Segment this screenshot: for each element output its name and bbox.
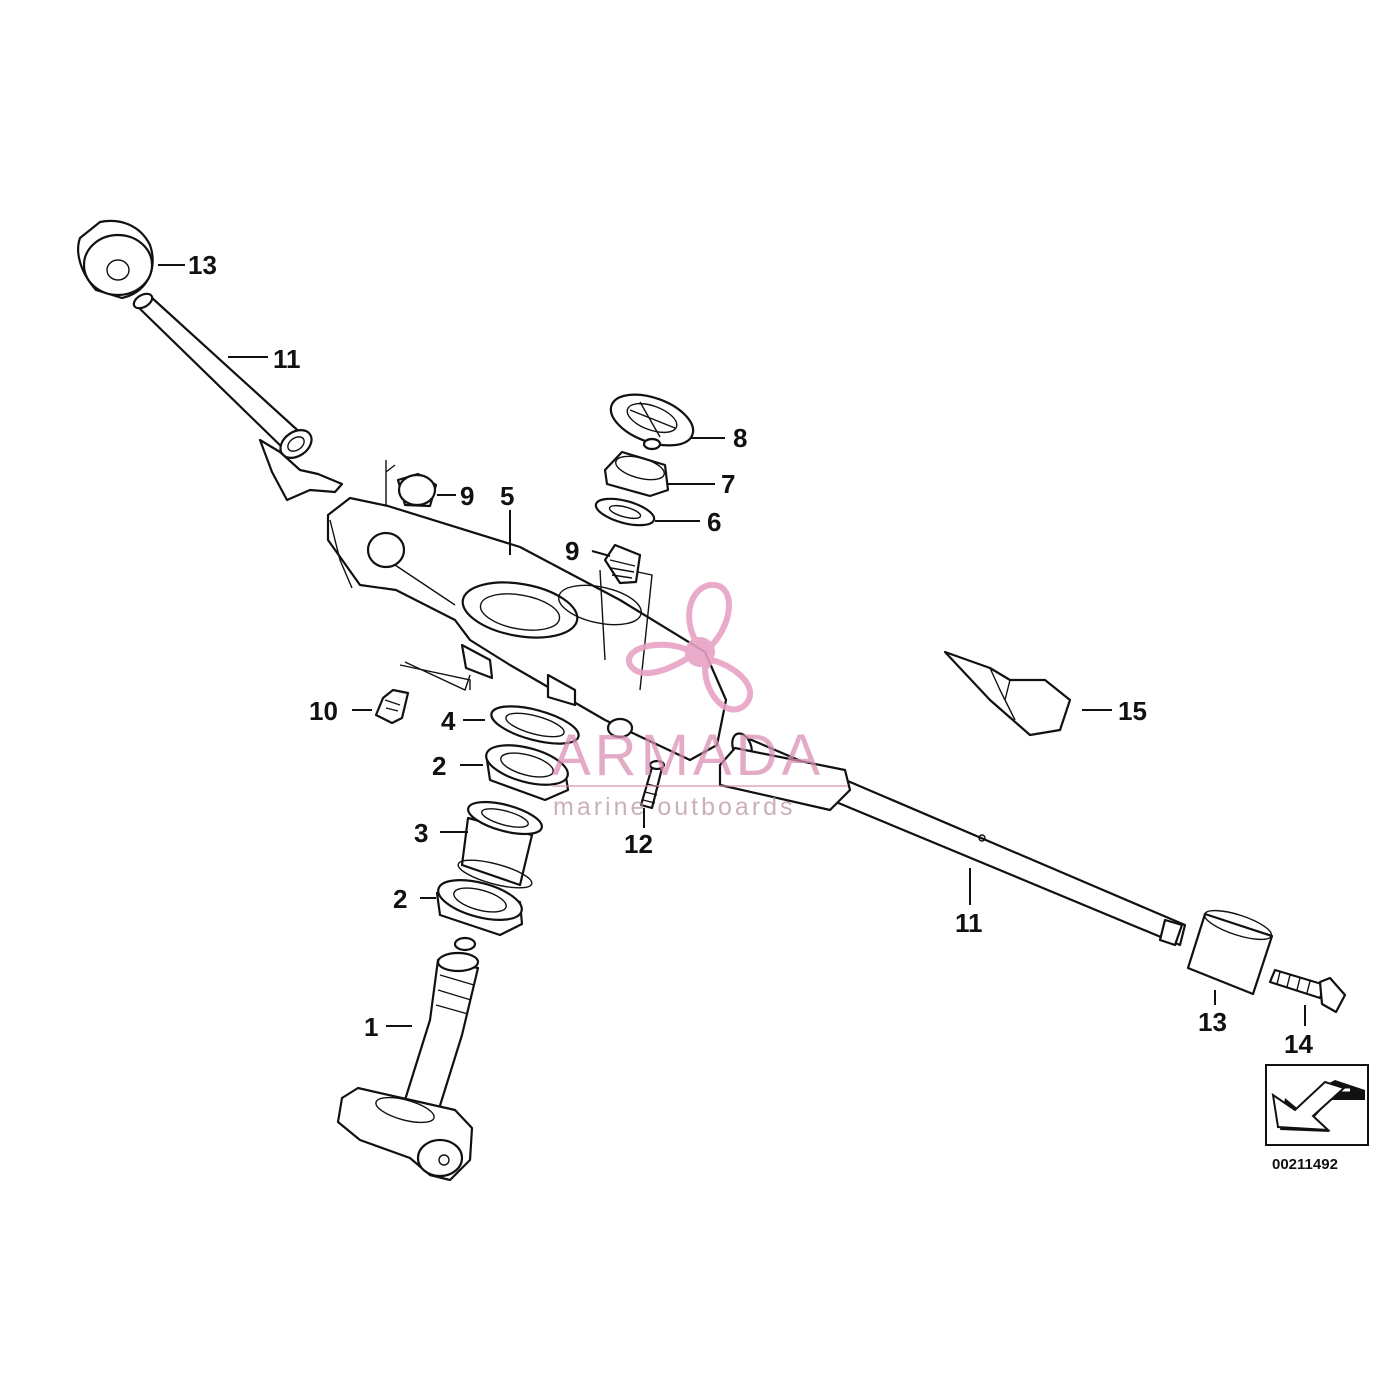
callout-3: 3 [414,818,428,848]
callout-8: 8 [733,423,747,453]
callout-1: 1 [364,1012,378,1042]
callout-13-right: 13 [1198,1007,1227,1037]
seal-ring [490,705,580,745]
callout-2-upper: 2 [432,751,446,781]
handlebar-tube-right [718,732,1187,947]
cap-nut [609,393,695,451]
callout-labels: 13 11 9 5 8 7 6 9 10 4 2 3 2 1 12 15 11 … [188,250,1313,1059]
propeller-logo-icon [625,581,754,713]
callout-7: 7 [721,469,735,499]
callout-4: 4 [441,706,456,736]
steering-stem [336,936,480,1182]
spacer-sleeve [457,800,543,889]
callout-14: 14 [1284,1029,1313,1059]
washer [594,497,656,527]
spring-coil [603,543,642,585]
handlebar-tube-left [132,292,344,502]
bearing-upper [485,744,570,802]
reference-number: 00211492 [1272,1156,1338,1173]
watermark-brand: ARMADA [552,723,824,788]
bolt-14 [1268,968,1347,1014]
callout-11-right: 11 [955,908,983,938]
leader-lines [158,264,1306,1027]
slotted-nut [603,450,670,498]
callout-10: 10 [309,696,338,726]
bar-end-weight-left [77,219,154,300]
cover-plate [943,650,1072,737]
callout-9-spring: 9 [565,536,579,566]
view-direction-arrow-icon [1265,1064,1369,1146]
callout-12: 12 [624,829,653,859]
small-screw-10 [374,661,471,725]
callout-6: 6 [707,507,721,537]
rubber-bush-upper [385,460,438,540]
callout-15: 15 [1118,696,1147,726]
callout-11-top: 11 [273,344,301,374]
callout-2-lower: 2 [393,884,407,914]
bearing-lower [435,879,524,937]
callout-13-top: 13 [188,250,217,280]
callout-9-top: 9 [460,481,474,511]
bar-end-weight-right [1186,909,1274,996]
fork-bridge [326,496,728,762]
watermark-tagline: marine outboards [553,793,796,821]
callout-5: 5 [500,481,514,511]
